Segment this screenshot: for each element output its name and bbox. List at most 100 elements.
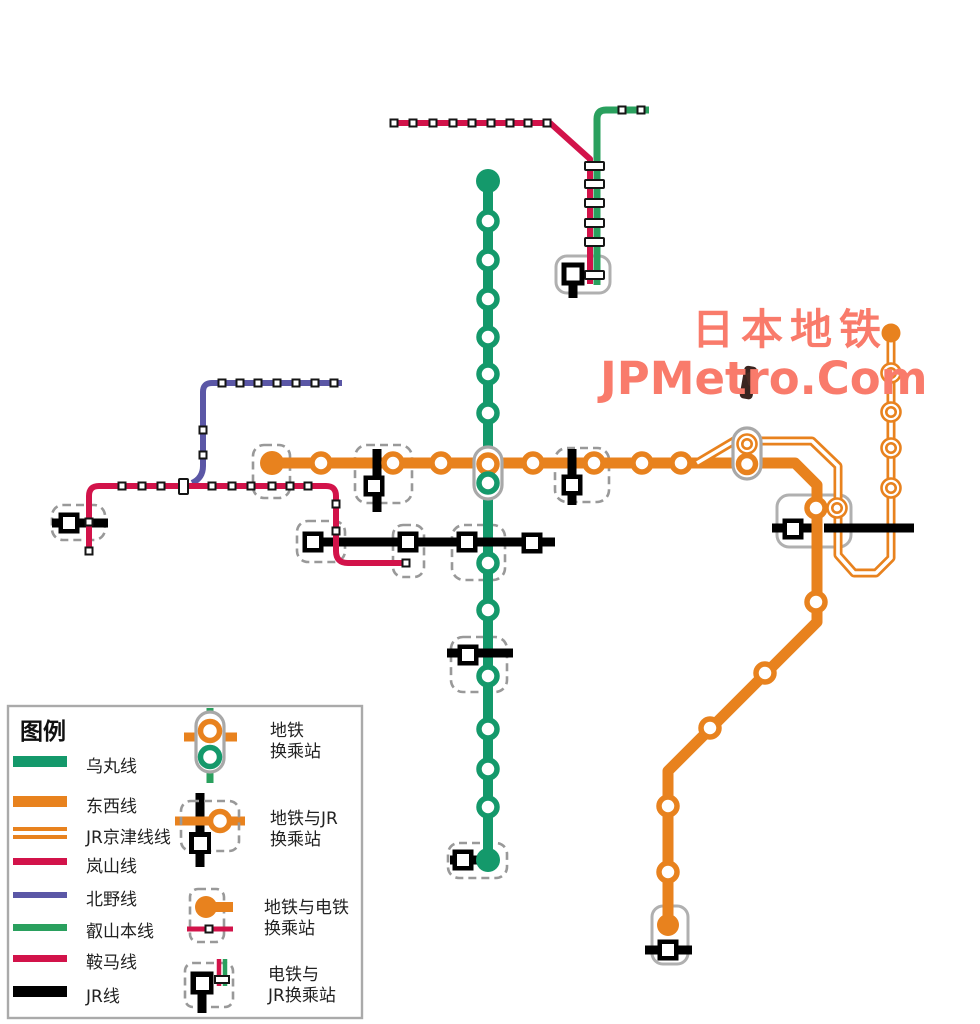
double-ring-station <box>880 477 902 499</box>
jr-station <box>363 475 385 497</box>
legend-label-jr: JR线 <box>86 987 120 1007</box>
legend-swatch-kitano <box>13 892 67 898</box>
legend-symbol-tram-jr-interchange <box>183 959 235 1013</box>
metro-station <box>476 551 500 575</box>
tram-stop <box>486 118 496 128</box>
tram-stop <box>331 526 341 536</box>
metro-station <box>804 496 828 520</box>
legend-symbol-label: 地铁与JR <box>270 809 338 829</box>
tram-stop <box>117 481 127 491</box>
tram-stop <box>467 118 477 128</box>
metro-station <box>476 325 500 349</box>
tram-stop <box>227 481 237 491</box>
tram-stop <box>84 517 94 527</box>
interchange-capsule-karasuma-oike <box>472 445 504 501</box>
metro-station <box>476 248 500 272</box>
metro-station <box>804 590 828 614</box>
transfer-box <box>554 254 612 295</box>
metro-station <box>735 452 759 476</box>
tram-stop <box>235 378 245 388</box>
tram-stop <box>272 378 282 388</box>
tram-stop <box>285 481 295 491</box>
metro-station <box>429 451 453 475</box>
metro-station <box>476 757 500 781</box>
interchange-capsule-misasagi <box>731 426 763 481</box>
jr-station <box>397 531 419 553</box>
eizan-line <box>593 106 649 285</box>
transfer-boxes <box>50 254 853 966</box>
jr-stations <box>58 262 804 961</box>
terminus-station <box>260 451 284 475</box>
metro-station <box>476 598 500 622</box>
metro-station <box>630 451 654 475</box>
legend-swatch-arashiyama <box>13 858 67 865</box>
legend-swatch-eizan <box>13 924 67 931</box>
tram-stop <box>523 118 533 128</box>
tram-stop <box>408 118 418 128</box>
legend-symbol-metro-interchange <box>184 708 237 783</box>
double-ring-station <box>880 401 902 423</box>
shared-stop <box>584 270 605 280</box>
terminus-station <box>657 914 679 936</box>
jr-station <box>561 262 585 286</box>
metro-station <box>476 209 500 233</box>
tram-stop <box>401 558 411 568</box>
transfer-box <box>446 841 509 880</box>
shared-stop <box>584 198 605 208</box>
legend-label-arashiyama: 岚山线 <box>86 857 137 877</box>
shared-stop <box>584 237 605 247</box>
legend-symbol-label: 地铁与电铁 <box>264 898 349 918</box>
legend-heading: 图例 <box>20 719 66 745</box>
junction-stop <box>178 478 189 495</box>
tram-stop <box>198 450 208 460</box>
jr-station <box>302 531 324 553</box>
tram-stop <box>84 546 94 556</box>
double-ring-station <box>880 362 902 384</box>
tram-stop <box>329 378 339 388</box>
tozai-stations <box>260 451 828 936</box>
legend-label-tozai: 东西线 <box>86 797 137 817</box>
terminus-station <box>476 169 500 193</box>
legend-label-kurama: 鞍马线 <box>86 953 137 973</box>
metro-station <box>476 471 500 495</box>
legend-symbol-label: 地铁 <box>270 721 304 741</box>
shared-stop <box>584 161 605 171</box>
metro-station <box>656 860 680 884</box>
karasuma-stations <box>476 169 500 872</box>
metro-station <box>582 451 606 475</box>
kurama-stops <box>389 118 552 128</box>
legend-swatch-tozai <box>13 796 67 807</box>
transfer-box <box>251 443 292 500</box>
legend-symbol-label: JR换乘站 <box>268 986 336 1006</box>
metro-station <box>476 452 500 476</box>
terminus-station <box>476 848 500 872</box>
jr-station <box>561 474 583 496</box>
jr-station <box>457 644 479 666</box>
jr-station <box>657 939 679 961</box>
tram-stop <box>303 481 313 491</box>
tram-stop <box>246 481 256 491</box>
kitano-stops <box>198 378 339 460</box>
kitano-line <box>190 380 342 486</box>
double-ring-station <box>826 497 848 519</box>
page-title: 日本地铁 <box>692 305 889 354</box>
metro-station <box>669 451 693 475</box>
metro-station <box>476 362 500 386</box>
legend-symbol-label: 换乘站 <box>270 742 321 762</box>
legend-label-kitano: 北野线 <box>86 890 137 910</box>
jr-station <box>452 849 474 871</box>
shared-stop <box>584 179 605 189</box>
arashiyama-stops <box>84 478 411 568</box>
metro-station <box>698 716 722 740</box>
double-ring-station <box>880 437 902 459</box>
tram-stop <box>542 118 552 128</box>
legend-panel <box>6 704 364 1020</box>
tram-stop <box>331 499 341 509</box>
tram-stop <box>505 118 515 128</box>
legend-label-karasuma: 乌丸线 <box>86 757 137 777</box>
metro-station <box>309 451 333 475</box>
tram-stop <box>617 105 627 115</box>
legend-symbol-metro-jr-interchange <box>175 793 245 867</box>
